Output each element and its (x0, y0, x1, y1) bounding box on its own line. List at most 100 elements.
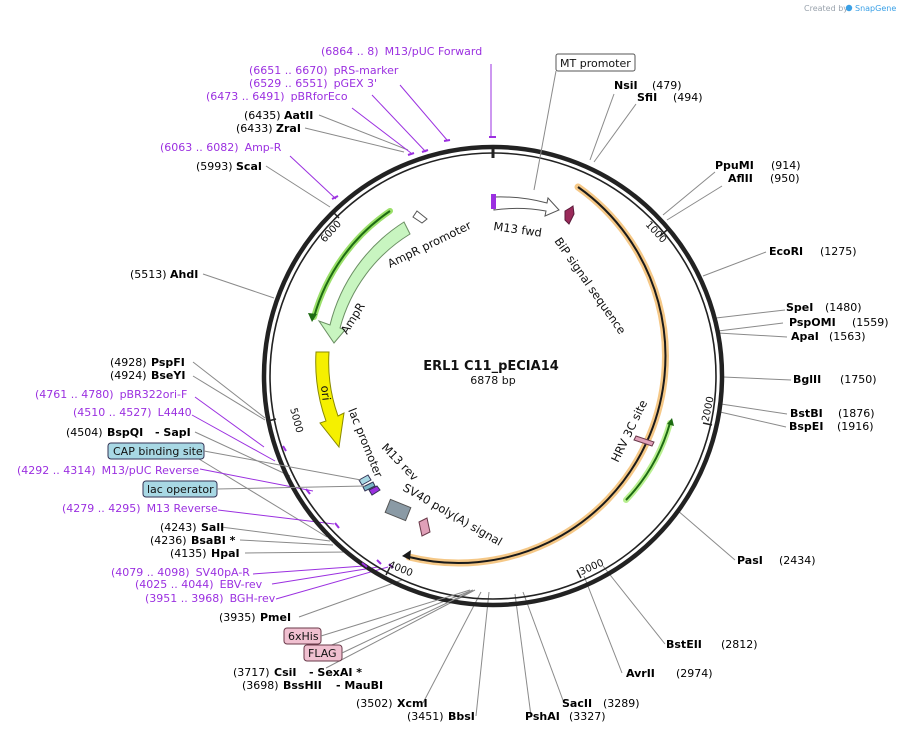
svg-text:BstBI: BstBI (790, 407, 823, 420)
site-name[interactable]: AatII (284, 109, 313, 122)
site-name[interactable]: AhdI (170, 268, 198, 281)
hrv-region-arrowhead (667, 418, 674, 426)
svg-text:- SapI: - SapI (155, 426, 191, 439)
site-name[interactable]: SpeI (786, 301, 813, 314)
site-name[interactable]: PmeI (260, 611, 291, 624)
site-pos: (3327) (569, 710, 606, 723)
svg-text:- MauBI: - MauBI (336, 679, 383, 692)
cap-feature[interactable] (358, 474, 372, 486)
feature-badges: CAP binding site lac operator 6xHis FLAG (107, 442, 473, 662)
primer-name[interactable]: SV40pA-R (196, 566, 251, 579)
credit-brand[interactable]: SnapGene (855, 4, 896, 13)
m13-fwd-marker[interactable] (491, 194, 496, 209)
site-name[interactable]: AflII (728, 172, 753, 185)
m13-rev-marker[interactable] (368, 485, 381, 496)
primer-name[interactable]: EBV-rev (220, 578, 263, 591)
primer-range: (4025 .. 4044) (135, 578, 214, 591)
site-name[interactable]: SfiI (637, 91, 657, 104)
svg-text:(3951 .. 3968)BGH-rev: (3951 .. 3968)BGH-rev (145, 592, 276, 605)
site-extra[interactable]: - MauBI (336, 679, 383, 692)
svg-text:(4279 .. 4295)M13 Reverse: (4279 .. 4295)M13 Reverse (62, 502, 218, 515)
site-name[interactable]: PshAI (525, 710, 560, 723)
site-pos: (3451) (407, 710, 444, 723)
tick-label-3000: 3000 (578, 558, 606, 578)
ori-feature[interactable] (315, 351, 345, 449)
site-name[interactable]: ScaI (236, 160, 262, 173)
bp-ticks (267, 211, 713, 579)
site-name[interactable]: CsiI (274, 666, 296, 679)
primer-name[interactable]: Amp-R (245, 141, 282, 154)
site-name[interactable]: BseYI (151, 369, 185, 382)
site-extra[interactable]: - SexAI * (309, 666, 362, 679)
mt-promoter-label: MT promoter (560, 57, 631, 70)
mt-promoter-arrow[interactable] (493, 196, 560, 217)
svg-text:(950): (950) (770, 172, 800, 185)
site-name[interactable]: HpaI (211, 547, 240, 560)
site-name[interactable]: BstEII (666, 638, 702, 651)
primer-name[interactable]: L4440 (158, 406, 192, 419)
site-name[interactable]: ZraI (276, 122, 301, 135)
site-pos: (914) (771, 159, 801, 172)
primer-name[interactable]: pGEX 3' (334, 77, 378, 90)
site-name[interactable]: PpuMI (715, 159, 754, 172)
ampr-feature[interactable] (317, 221, 411, 344)
site-name[interactable]: PspOMI (789, 316, 836, 329)
site-pos: (2434) (779, 554, 816, 567)
site-name[interactable]: NsiI (614, 79, 638, 92)
ampr-promoter-arrow[interactable] (412, 210, 428, 224)
svg-text:(1916): (1916) (837, 420, 874, 433)
site-name[interactable]: BspEI (789, 420, 823, 433)
credit-text: Created by (804, 4, 848, 13)
site-name[interactable]: BglII (793, 373, 821, 386)
site-name[interactable]: BbsI (448, 710, 475, 723)
bip-signal-feature[interactable] (564, 205, 575, 225)
site-name[interactable]: XcmI (397, 697, 428, 710)
svg-text:(1750): (1750) (840, 373, 877, 386)
mt-promoter-box[interactable] (555, 53, 636, 72)
svg-text:(2434): (2434) (779, 554, 816, 567)
svg-text:SpeI: SpeI (786, 301, 813, 314)
svg-text:(3935): (3935) (219, 611, 256, 624)
site-name[interactable]: SacII (562, 697, 592, 710)
site-name[interactable]: AvrII (626, 667, 655, 680)
site-name[interactable]: BsaBI * (191, 534, 236, 547)
primer-name[interactable]: pRS-marker (334, 64, 399, 77)
lac-operator-leader (216, 485, 366, 490)
primer-name[interactable]: pBRforEco (291, 90, 348, 103)
tag-feature[interactable] (418, 517, 431, 537)
site-name[interactable]: PasI (737, 554, 763, 567)
site-name[interactable]: BstBI (790, 407, 823, 420)
site-name[interactable]: BspQI (107, 426, 143, 439)
ampr-arc[interactable] (313, 210, 391, 318)
ori-label: ori (318, 385, 333, 401)
site-pos: (3502) (356, 697, 393, 710)
site-extra[interactable]: - SapI (155, 426, 191, 439)
sv40-feature[interactable] (384, 498, 412, 522)
primer-name[interactable]: BGH-rev (230, 592, 276, 605)
svg-text:(3698): (3698) (242, 679, 279, 692)
svg-text:(1559): (1559) (852, 316, 889, 329)
site-name[interactable]: EcoRI (769, 245, 803, 258)
primer-name[interactable]: M13/pUC Forward (385, 45, 483, 58)
site-pos: (4928) (110, 356, 147, 369)
primer-name[interactable]: pBR322ori-F (120, 388, 188, 401)
svg-text:ZraI: ZraI (276, 122, 301, 135)
primer-range: (4761 .. 4780) (35, 388, 114, 401)
site-pos: (1275) (820, 245, 857, 258)
svg-text:BbsI: BbsI (448, 710, 475, 723)
left-enzyme-labels: (6435) AatII (6433) ZraI (5993) ScaI (55… (66, 109, 475, 723)
site-name[interactable]: PspFI (151, 356, 185, 369)
hrv-region-arc[interactable] (625, 422, 671, 501)
bip-label: BiP signal sequence (552, 235, 629, 337)
site-name[interactable]: SalI (201, 521, 224, 534)
site-pos: (479) (652, 79, 682, 92)
lac-operator-feature[interactable] (362, 481, 376, 492)
site-name[interactable]: ApaI (791, 330, 819, 343)
hrv-3c-feature[interactable] (633, 435, 655, 447)
primer-name[interactable]: M13 Reverse (147, 502, 218, 515)
svg-text:(4135): (4135) (170, 547, 207, 560)
site-name[interactable]: BssHII (283, 679, 322, 692)
sixhis-badge-label: 6xHis (288, 630, 319, 643)
primer-name[interactable]: M13/pUC Reverse (102, 464, 200, 477)
